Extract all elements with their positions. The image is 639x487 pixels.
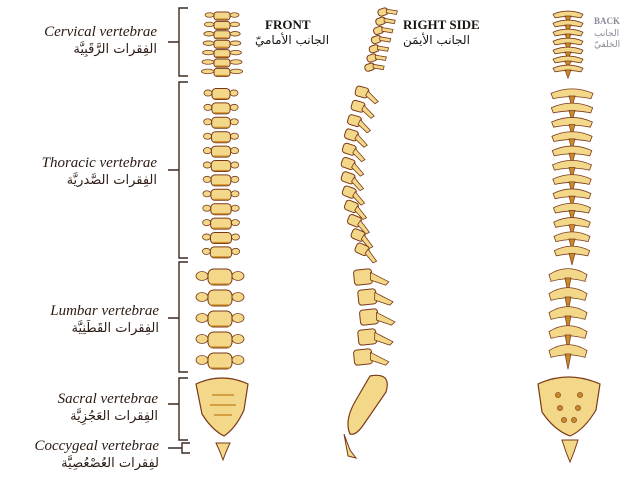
vertebra-side: [358, 327, 394, 348]
label-cervical: Cervical vertebrae الفِقرات الرَّقَبِيَّ…: [4, 24, 157, 59]
view-front: FRONT الجانب الأماميّ: [255, 17, 329, 48]
label-lumbar-ar: الفِقرات القَطَنِيَّة: [10, 320, 159, 338]
vertebra-side: [353, 347, 389, 368]
vertebra-front: [203, 40, 241, 48]
view-front-en: FRONT: [255, 17, 329, 32]
spine-back-view: [549, 11, 593, 369]
sacral-foramen: [557, 405, 562, 410]
sacrum-shapes: [196, 375, 600, 462]
coccyx-back: [562, 440, 578, 462]
label-thoracic-ar: الفِقرات الصَّدريَّة: [0, 172, 157, 190]
sacrum-side: [348, 375, 387, 434]
view-right-ar: الجانب الأيمَن: [403, 32, 480, 48]
vertebra-side: [364, 60, 385, 75]
view-right-side: RIGHT SIDE الجانب الأيمَن: [403, 17, 480, 48]
vertebra-front: [203, 204, 239, 215]
sacral-foramen: [575, 405, 580, 410]
vertebra-front: [196, 290, 244, 306]
spine-side-view: [339, 4, 398, 368]
vertebra-back: [553, 65, 583, 78]
vertebra-front: [203, 189, 239, 200]
vertebra-front: [203, 146, 238, 157]
bracket-lumbar: [168, 262, 188, 372]
label-cervical-en: Cervical vertebrae: [4, 24, 157, 41]
view-back-ar-line1: الجانب: [594, 29, 620, 40]
label-coccygeal-ar: لفِقرات العُصْعُصِيَّة: [0, 455, 159, 473]
vertebra-front: [204, 31, 240, 39]
label-coccygeal: Coccygeal vertebrae لفِقرات العُصْعُصِيَ…: [0, 438, 159, 473]
vertebra-front: [204, 132, 239, 143]
vertebra-front: [203, 218, 240, 229]
label-lumbar-en: Lumbar vertebrae: [10, 303, 159, 320]
bracket-cervical: [168, 8, 188, 76]
label-sacral-en: Sacral vertebrae: [10, 391, 158, 408]
bracket-coccygeal: [168, 443, 190, 453]
vertebra-front: [204, 117, 239, 128]
vertebra-front: [204, 21, 239, 29]
vertebra-front: [196, 269, 244, 285]
brackets: [168, 8, 190, 453]
vertebra-front: [203, 50, 242, 58]
spine-front-view: [196, 12, 244, 369]
label-thoracic: Thoracic vertebrae الفِقرات الصَّدريَّة: [0, 155, 157, 190]
label-sacral-ar: الفِقرات العَجُزِيَّة: [10, 408, 158, 426]
vertebra-front: [196, 332, 244, 348]
vertebra-front: [202, 247, 239, 258]
vertebra-front: [203, 233, 240, 244]
label-lumbar: Lumbar vertebrae الفِقرات القَطَنِيَّة: [10, 303, 159, 338]
sacrum-back: [538, 377, 600, 436]
sacral-foramen: [577, 392, 582, 397]
view-back: BACK الجانب الخلفيّ: [594, 14, 620, 51]
view-back-en: BACK: [594, 14, 620, 29]
vertebra-back: [549, 345, 587, 370]
vertebra-front: [201, 68, 242, 76]
label-thoracic-en: Thoracic vertebrae: [0, 155, 157, 172]
sacrum-front: [196, 378, 248, 436]
vertebra-side: [358, 287, 394, 308]
label-sacral: Sacral vertebrae الفِقرات العَجُزِيَّة: [10, 391, 158, 426]
vertebra-side: [353, 267, 389, 288]
vertebra-front: [202, 59, 242, 67]
sacral-foramen: [571, 417, 576, 422]
vertebra-back: [554, 246, 589, 265]
vertebra-front: [204, 103, 238, 114]
vertebra-front: [196, 311, 244, 327]
vertebra-front: [203, 161, 239, 172]
vertebra-front: [196, 353, 244, 369]
view-front-ar: الجانب الأماميّ: [255, 32, 329, 48]
coccyx-front: [216, 443, 230, 460]
vertebra-front: [205, 12, 239, 20]
sacral-foramen: [561, 417, 566, 422]
label-coccygeal-en: Coccygeal vertebrae: [0, 438, 159, 455]
vertebra-side: [359, 307, 395, 328]
coccyx-side: [344, 434, 356, 458]
vertebra-front: [204, 89, 238, 100]
bracket-sacral: [168, 378, 188, 440]
vertebra-front: [203, 175, 239, 186]
bracket-thoracic: [168, 82, 188, 258]
view-right-en: RIGHT SIDE: [403, 17, 480, 32]
label-cervical-ar: الفِقرات الرَّقَبِيَّة: [4, 41, 157, 59]
sacral-foramen: [555, 392, 560, 397]
view-back-ar-line2: الخلفيّ: [594, 40, 620, 51]
